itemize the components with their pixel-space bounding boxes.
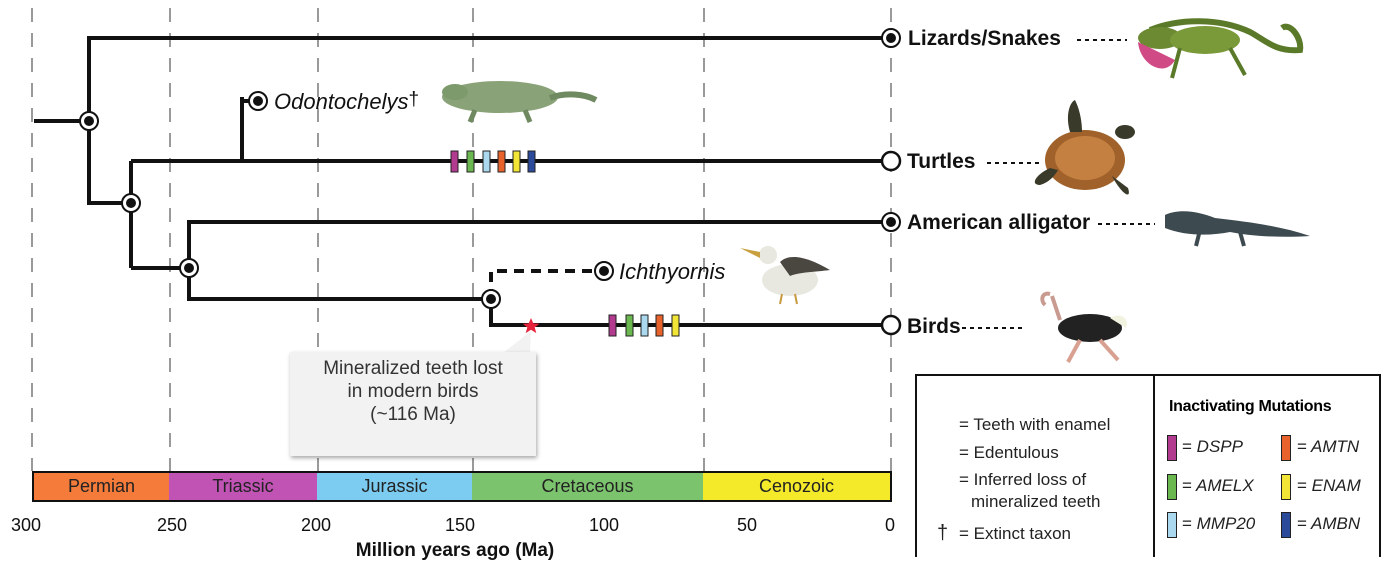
legend-divider: [1153, 376, 1155, 557]
mutation-amelx: [467, 151, 474, 172]
teeth-enamel-node-icon: [80, 112, 98, 130]
swatch-ambn: [1281, 512, 1291, 538]
legend-extinct: = Extinct taxon: [959, 524, 1071, 544]
callout-line-2: in modern birds: [290, 380, 536, 403]
mutation-amelx: [626, 315, 633, 336]
tick-150: 150: [445, 515, 475, 536]
illustration-connectors: [962, 40, 1155, 328]
axis-title: Million years ago (Ma): [356, 540, 554, 562]
taxon-lizards-snakes: Lizards/Snakes: [908, 27, 1061, 51]
fossil-ichthyornis: Ichthyornis: [619, 259, 725, 285]
callout-line-3: (~116 Ma): [290, 403, 536, 426]
mutation-amtn: [656, 315, 663, 336]
edentulous-node-icon: [882, 316, 900, 334]
callout-pointer: [503, 331, 531, 353]
mutation-mmp20: [483, 151, 490, 172]
period-cretaceous: Cretaceous: [472, 471, 705, 502]
teeth-enamel-node-icon: [882, 29, 900, 47]
taxon-american-alligator: American alligator: [907, 211, 1090, 235]
period-triassic: Triassic: [169, 471, 319, 502]
gene-dspp: = DSPP: [1182, 437, 1243, 457]
teeth-enamel-node-icon: [122, 194, 140, 212]
tick-50: 50: [737, 515, 757, 536]
taxon-turtles: Turtles: [907, 150, 975, 174]
lizard-illustration: [1138, 21, 1300, 78]
teeth-enamel-node-icon: [180, 259, 198, 277]
legend-teeth-enamel: = Teeth with enamel: [959, 415, 1110, 435]
fossil-branches: [242, 101, 604, 299]
tick-250: 250: [157, 515, 187, 536]
tooth-loss-callout: Mineralized teeth lost in modern birds (…: [290, 352, 536, 456]
tick-200: 200: [301, 515, 331, 536]
fossil-odontochelys: Odontochelys†: [274, 89, 419, 115]
edentulous-node-icon: [882, 152, 900, 170]
swatch-enam: [1281, 474, 1291, 500]
sea-turtle-illustration: [1035, 100, 1135, 194]
legend-edentulous: = Edentulous: [959, 443, 1059, 463]
mutation-mmp20: [641, 315, 648, 336]
legend-inferred-loss-1: = Inferred loss of: [959, 470, 1086, 490]
inferred-loss-star-icon: [523, 318, 540, 333]
tick-0: 0: [885, 515, 895, 536]
mutation-enam: [672, 315, 679, 336]
period-permian: Permian: [32, 471, 171, 502]
period-cenozoic: Cenozoic: [703, 471, 892, 502]
mutation-enam: [513, 151, 520, 172]
ostrich-illustration: [1042, 294, 1127, 362]
swatch-dspp: [1167, 435, 1177, 461]
extinct-dagger: †: [409, 89, 420, 110]
legend-mutations-title: Inactivating Mutations: [1169, 398, 1331, 416]
swatch-amelx: [1167, 474, 1177, 500]
gene-mmp20: = MMP20: [1182, 514, 1255, 534]
teeth-enamel-node-icon: [595, 262, 613, 280]
fossil-turtle-illustration: [442, 81, 596, 122]
mutation-amtn: [498, 151, 505, 172]
gene-enam: = ENAM: [1297, 476, 1361, 496]
mutation-ambn: [528, 151, 535, 172]
tick-300: 300: [11, 515, 41, 536]
mutation-dspp: [451, 151, 458, 172]
legend-inferred-loss-2: mineralized teeth: [971, 492, 1100, 512]
alligator-illustration: [1165, 211, 1310, 246]
tick-100: 100: [589, 515, 619, 536]
period-jurassic: Jurassic: [317, 471, 474, 502]
swatch-amtn: [1281, 435, 1291, 461]
gene-amelx: = AMELX: [1182, 476, 1254, 496]
gene-amtn: = AMTN: [1297, 437, 1359, 457]
swatch-mmp20: [1167, 512, 1177, 538]
taxon-birds: Birds: [907, 315, 961, 339]
legend-dagger-icon: †: [937, 522, 948, 545]
mutation-dspp: [609, 315, 616, 336]
ichthyornis-bird-illustration: [740, 246, 830, 304]
teeth-enamel-node-icon: [882, 213, 900, 231]
gene-ambn: = AMBN: [1297, 514, 1360, 534]
legend: = Teeth with enamel = Edentulous = Infer…: [915, 374, 1381, 557]
callout-line-1: Mineralized teeth lost: [290, 357, 536, 380]
teeth-enamel-node-icon: [482, 290, 500, 308]
teeth-enamel-node-icon: [249, 92, 267, 110]
